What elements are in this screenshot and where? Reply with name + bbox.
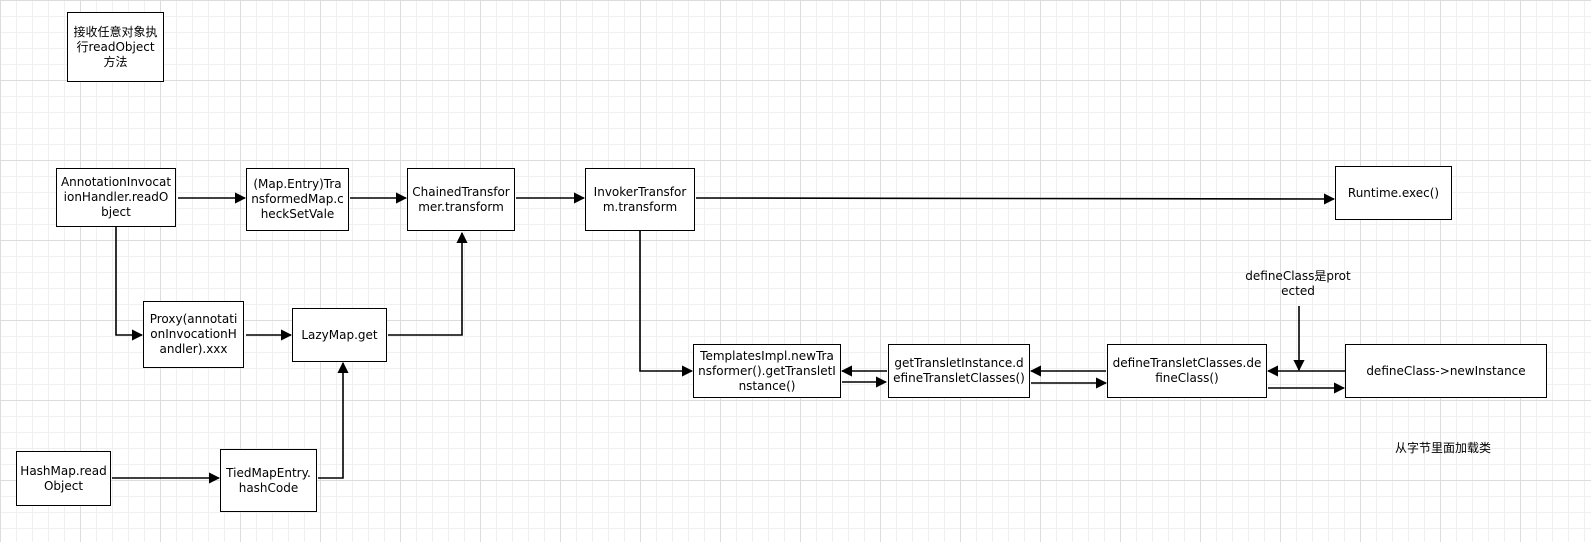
edge-tiedmap-to-lazymap: [318, 361, 349, 479]
node-tiedmap-entry-hashcode: TiedMapEntry.hashCode: [220, 449, 317, 512]
node-definetransletclasses: defineTransletClasses.defineClass(): [1107, 344, 1267, 398]
node-proxy-annotation: Proxy(annotationInvocationHandler).xxx: [143, 301, 244, 368]
node-templatesimpl-newtransformer: TemplatesImpl.newTransformer().getTransl…: [693, 344, 841, 398]
node-annotation-invocation-handler: AnnotationInvocationHandler.readObject: [56, 168, 176, 227]
node-hashmap-readobject: HashMap.readObject: [16, 451, 111, 506]
node-gettransletinstance: getTransletInstance.defineTransletClasse…: [888, 344, 1030, 398]
label-defineclass-protected: defineClass是protected: [1245, 269, 1351, 298]
edge-lazymap-to-chained: [388, 231, 468, 336]
note-readobject-box: 接收任意对象执行readObject方法: [67, 12, 164, 82]
node-chained-transformer: ChainedTransformer.transform: [407, 168, 515, 231]
node-runtime-exec: Runtime.exec(): [1335, 166, 1452, 220]
edge-invoker-to-runtime: [695, 193, 1336, 205]
label-load-class-from-bytes: 从字节里面加载类: [1394, 441, 1491, 455]
node-lazymap-get: LazyMap.get: [292, 308, 387, 362]
node-invoker-transform: InvokerTransform.transform: [585, 168, 695, 231]
node-transformed-map-checksetvale: (Map.Entry)TransformedMap.checkSetVale: [246, 168, 349, 231]
edge-invoker-to-templates: [639, 231, 694, 377]
node-defineclass-newinstance: defineClass->newInstance: [1345, 344, 1547, 398]
edge-annotation-to-proxy: [115, 227, 144, 341]
